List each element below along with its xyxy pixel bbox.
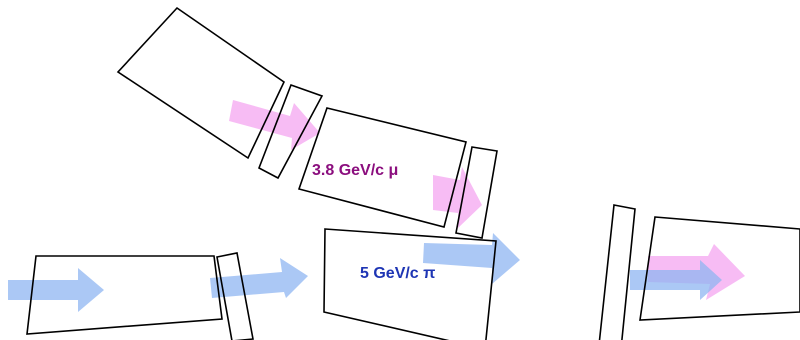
upper-counter-paddle: [257, 83, 324, 180]
upper-right-counter-paddle: [455, 146, 498, 239]
lower-left-magnet-box: [26, 255, 223, 335]
upper-analyzer-box: [297, 107, 467, 228]
muon-beam-arrow-2: [433, 167, 482, 228]
pion-momentum-label: 5 GeV/c π: [360, 265, 435, 282]
muon-momentum-label: 3.8 GeV/c μ: [312, 162, 398, 179]
center-analyzer-box: [323, 228, 497, 340]
right-counter-paddle: [598, 204, 636, 340]
muon-beam-arrow-1: [229, 100, 320, 150]
pion-beam-arrow-1: [8, 268, 104, 312]
right-detector-box: [639, 216, 800, 321]
upper-magnet-box: [116, 6, 286, 160]
pion-beam-arrow-4: [630, 260, 722, 300]
lower-left-counter-paddle: [216, 252, 254, 340]
pion-beam-arrow-2: [210, 258, 308, 298]
pion-beam-arrow-3: [423, 233, 520, 284]
